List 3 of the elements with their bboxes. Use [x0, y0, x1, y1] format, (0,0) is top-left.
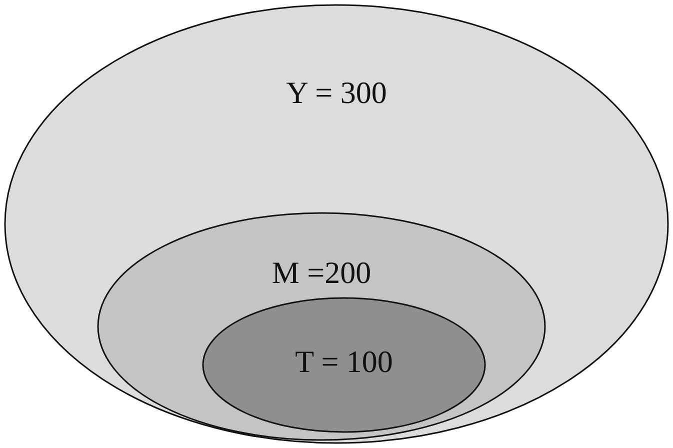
- region-label: Y = 300: [286, 75, 387, 111]
- region-label: T = 100: [295, 344, 393, 380]
- region-label: M =200: [272, 255, 372, 291]
